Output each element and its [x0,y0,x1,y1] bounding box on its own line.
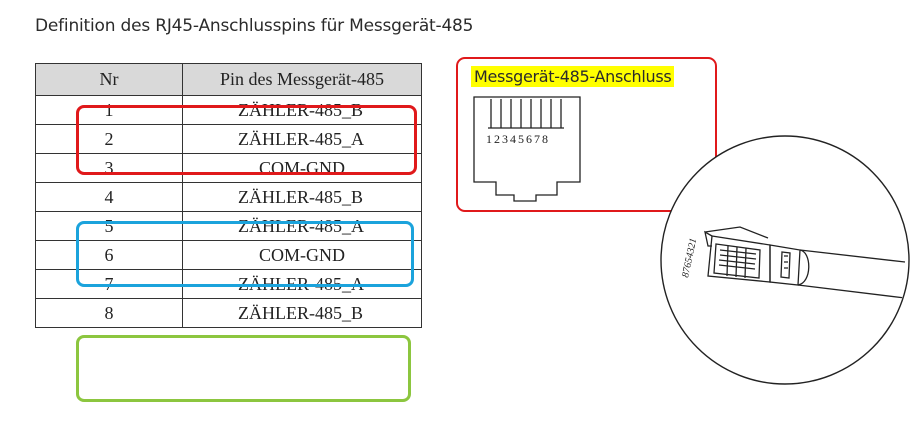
row-nr: 6 [35,240,183,270]
row-nr: 4 [35,182,183,212]
table-row: 1 ZÄHLER-485_B [35,95,422,125]
table-header-row: Nr Pin des Messgerät-485 [35,63,422,96]
row-pin: ZÄHLER-485_B [182,298,422,328]
socket-contacts [488,99,564,129]
row-pin: ZÄHLER-485_A [182,124,422,154]
header-pin: Pin des Messgerät-485 [182,63,422,96]
table-row: 3 COM-GND [35,153,422,183]
page-title: Definition des RJ45-Anschlusspins für Me… [35,16,474,36]
row-pin: ZÄHLER-485_A [182,211,422,241]
rj45-socket-icon [473,96,581,202]
row-pin: ZÄHLER-485_B [182,95,422,125]
table-row: 8 ZÄHLER-485_B [35,298,422,328]
socket-pin-numbers: 12345678 [486,132,550,146]
table-row: 6 COM-GND [35,240,422,270]
table-row: 5 ZÄHLER-485_A [35,211,422,241]
rj45-plug-icon [704,226,906,299]
pin-definition-table: Nr Pin des Messgerät-485 1 ZÄHLER-485_B … [35,63,422,328]
row-pin: COM-GND [182,240,422,270]
row-pin: COM-GND [182,153,422,183]
magnifier-circle [660,135,910,385]
table-row: 4 ZÄHLER-485_B [35,182,422,212]
connector-label: Messgerät-485-Anschluss [471,66,675,87]
row-nr: 3 [35,153,183,183]
row-nr: 2 [35,124,183,154]
table-row: 2 ZÄHLER-485_A [35,124,422,154]
connector-box [456,57,717,212]
row-pin: ZÄHLER-485_B [182,182,422,212]
